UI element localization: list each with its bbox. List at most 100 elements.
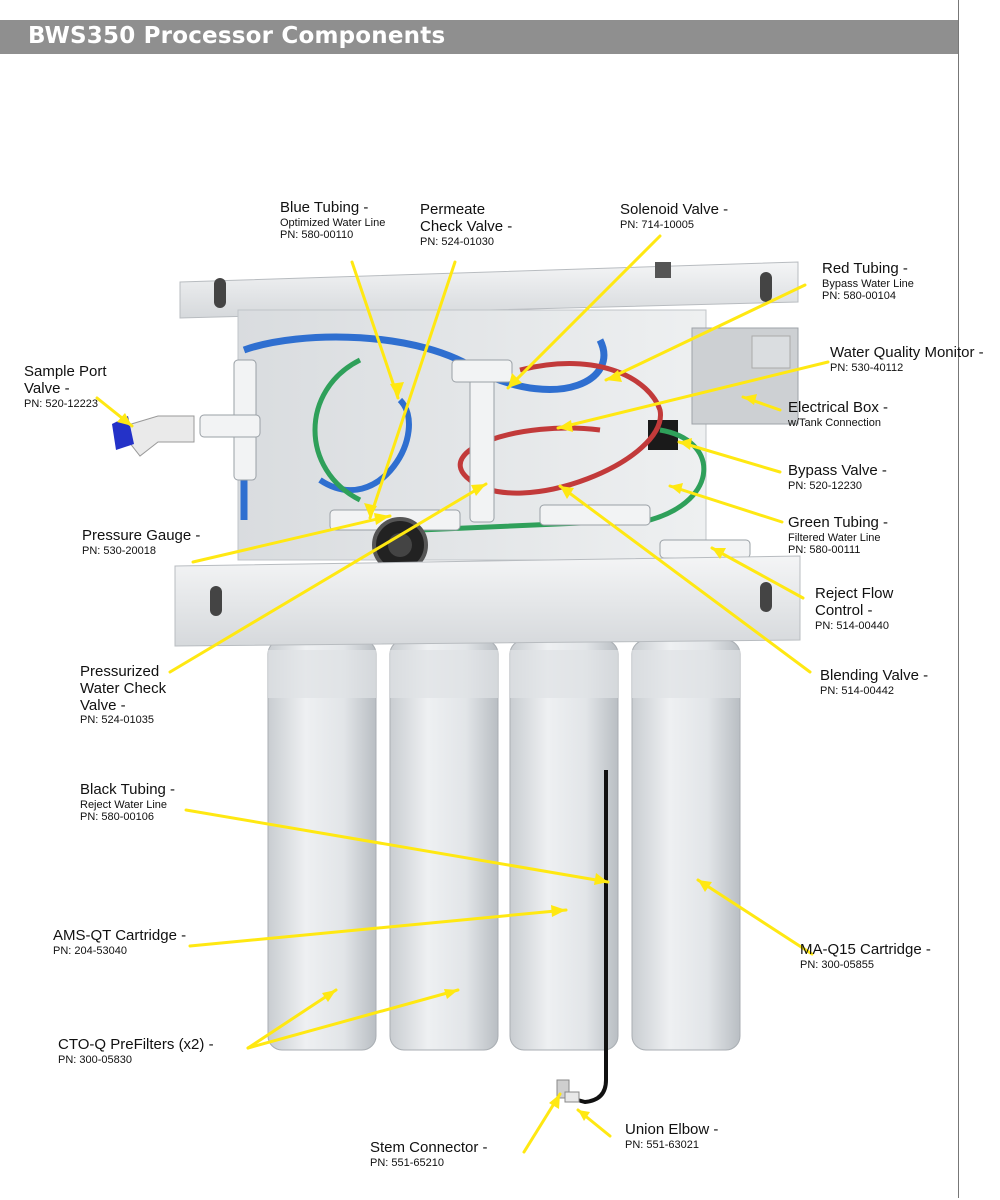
callout-ams-qt-cartridge: AMS-QT Cartridge - PN: 204-53040 — [53, 927, 187, 957]
fittings — [199, 359, 751, 559]
ams-qt-cartridge — [509, 639, 619, 1051]
green-tubing — [312, 357, 707, 533]
sample-port-label-1: Sample Port — [24, 363, 107, 380]
leader-pressure-gauge — [191, 514, 392, 564]
page-border — [958, 0, 959, 1198]
callout-water-quality-monitor: Water Quality Monitor - PN: 530-40112 — [830, 344, 984, 374]
green-tubing-label: Green Tubing - — [788, 514, 889, 531]
sample-port-valve — [117, 415, 195, 457]
cto-q-pn: PN: 300-05830 — [58, 1053, 132, 1066]
reject-flow-label-1: Reject Flow — [815, 585, 894, 602]
electrical-box-sub: w/Tank Connection — [788, 416, 881, 429]
permeate-label-2: Check Valve - — [420, 217, 513, 235]
leader-bypass-valve — [677, 440, 782, 474]
leader-wq-monitor — [556, 360, 830, 430]
callout-sample-port-valve: Sample Port Valve - PN: 520-12223 — [24, 363, 107, 410]
sample-port-pn: PN: 520-12223 — [24, 397, 98, 410]
callout-pressure-gauge: Pressure Gauge - PN: 530-20018 — [82, 527, 201, 557]
union-elbow-label: Union Elbow - — [625, 1121, 719, 1138]
section-header: BWS350 Processor Components — [0, 20, 958, 54]
green-tubing-sub: Filtered Water Line — [788, 531, 881, 544]
callout-reject-flow-control: Reject Flow Control - PN: 514-00440 — [815, 585, 894, 632]
red-tubing-label: Red Tubing - — [822, 260, 908, 277]
callout-cto-q-prefilters: CTO-Q PreFilters (x2) - PN: 300-05830 — [58, 1036, 214, 1066]
callout-green-tubing: Green Tubing - Filtered Water Line PN: 5… — [788, 514, 889, 557]
pressurized-pn: PN: 524-01035 — [80, 714, 154, 727]
blending-valve-label: Blending Valve - — [820, 667, 929, 684]
stem-connector-pn: PN: 551-65210 — [370, 1156, 444, 1169]
stem-connector-label: Stem Connector - — [370, 1139, 488, 1156]
wq-monitor-label: Water Quality Monitor - — [830, 344, 984, 361]
cto-q-label: CTO-Q PreFilters (x2) - — [58, 1036, 214, 1053]
leader-solenoid — [506, 234, 662, 390]
bottom-mount-plate — [174, 555, 801, 647]
blue-tubing-label: Blue Tubing - — [280, 199, 369, 216]
ams-qt-label: AMS-QT Cartridge - — [53, 927, 187, 944]
bypass-valve-label: Bypass Valve - — [788, 462, 887, 479]
callout-blue-tubing: Blue Tubing - Optimized Water Line PN: 5… — [280, 199, 386, 242]
union-elbow-pn: PN: 551-63021 — [625, 1138, 699, 1151]
electrical-box-label: Electrical Box - — [788, 399, 889, 416]
callout-stem-connector: Stem Connector - PN: 551-65210 — [370, 1139, 488, 1169]
leader-cto-q-1 — [246, 988, 338, 1050]
callout-electrical-box: Electrical Box - w/Tank Connection — [788, 399, 889, 429]
cto-q-prefilter-2 — [389, 639, 499, 1051]
leader-blending-valve — [558, 484, 812, 674]
leader-arrowheads — [117, 370, 757, 1121]
pressurized-label-2: Water Check — [80, 679, 167, 697]
callout-black-tubing: Black Tubing - Reject Water Line PN: 580… — [80, 781, 176, 824]
callout-pressurized-check-valve: Pressurized Water Check Valve - PN: 524-… — [80, 663, 167, 727]
blending-valve-pn: PN: 514-00442 — [820, 684, 894, 697]
solenoid-label: Solenoid Valve - — [620, 201, 729, 218]
blue-tubing-sub: Optimized Water Line — [280, 216, 386, 229]
black-tubing-pn: PN: 580-00106 — [80, 811, 154, 824]
callout-bypass-valve: Bypass Valve - PN: 520-12230 — [788, 462, 887, 492]
leader-lines — [95, 234, 830, 1154]
leader-ma-q15 — [696, 878, 814, 956]
green-tubing-pn: PN: 580-00111 — [788, 544, 861, 557]
bypass-valve-pn: PN: 520-12230 — [788, 479, 862, 492]
leader-ams-qt — [188, 908, 568, 948]
black-tubing-sub: Reject Water Line — [80, 798, 168, 811]
callout-ma-q15-cartridge: MA-Q15 Cartridge - PN: 300-05855 — [800, 941, 931, 971]
pressure-gauge-label: Pressure Gauge - — [82, 527, 201, 544]
black-tubing — [569, 770, 608, 1105]
leader-permeate-check — [368, 260, 457, 520]
reject-flow-label-2: Control - — [815, 601, 873, 619]
red-tubing-sub: Bypass Water Line — [822, 277, 914, 290]
callout-blending-valve: Blending Valve - PN: 514-00442 — [820, 667, 929, 697]
union-elbow — [564, 1091, 580, 1103]
ams-qt-pn: PN: 204-53040 — [53, 944, 127, 957]
callout-union-elbow: Union Elbow - PN: 551-63021 — [625, 1121, 719, 1151]
cartridge-housings — [267, 639, 741, 1051]
leader-reject-flow — [710, 546, 805, 600]
leader-blue-tubing — [350, 260, 400, 400]
leader-pressurized-check — [168, 482, 488, 674]
leader-green-tubing — [668, 484, 784, 524]
pressurized-label-3: Valve - — [80, 696, 126, 714]
permeate-label-1: Permeate — [420, 201, 486, 218]
ma-q15-label: MA-Q15 Cartridge - — [800, 941, 931, 958]
leader-red-tubing — [604, 283, 807, 382]
callout-solenoid-valve: Solenoid Valve - PN: 714-10005 — [620, 201, 729, 231]
leader-black-tubing — [184, 808, 610, 884]
callout-red-tubing: Red Tubing - Bypass Water Line PN: 580-0… — [822, 260, 914, 303]
black-tubing-label: Black Tubing - — [80, 781, 176, 798]
ma-q15-cartridge — [631, 639, 741, 1051]
cto-q-prefilter-1 — [267, 639, 377, 1051]
wq-monitor-pn: PN: 530-40112 — [830, 361, 904, 374]
page-title: BWS350 Processor Components — [28, 23, 446, 49]
permeate-pn: PN: 524-01030 — [420, 235, 494, 248]
red-tubing-pn: PN: 580-00104 — [822, 290, 896, 303]
callout-permeate-check-valve: Permeate Check Valve - PN: 524-01030 — [420, 201, 513, 248]
solenoid-pn: PN: 714-10005 — [620, 218, 694, 231]
pressurized-label-1: Pressurized — [80, 663, 160, 680]
sample-port-label-2: Valve - — [24, 379, 70, 397]
top-mount-rail — [179, 261, 799, 319]
reject-flow-pn: PN: 514-00440 — [815, 619, 889, 632]
ma-q15-pn: PN: 300-05855 — [800, 958, 874, 971]
blue-tubing-pn: PN: 580-00110 — [280, 229, 354, 242]
leader-cto-q-2 — [246, 988, 460, 1050]
pressure-gauge-pn: PN: 530-20018 — [82, 544, 156, 557]
